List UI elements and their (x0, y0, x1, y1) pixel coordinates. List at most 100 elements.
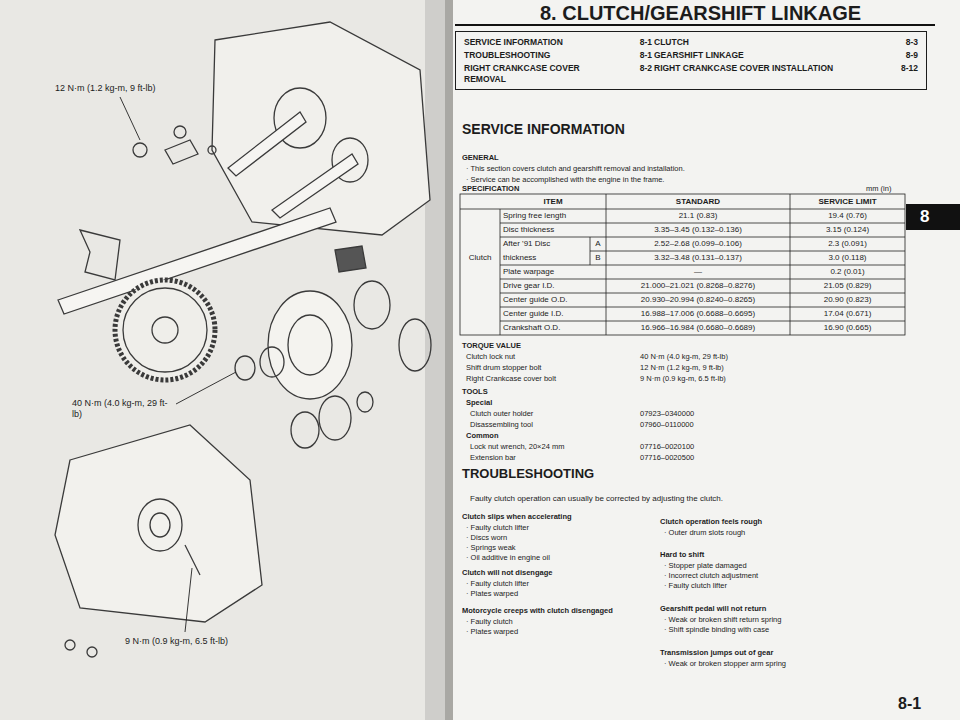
table-cell: 21.05 (0.829) (790, 279, 905, 293)
table-cell: 3.32–3.48 (0.131–0.137) (606, 251, 790, 265)
manual-text: · Weak or broken shift return spring (664, 615, 781, 624)
chapter-tab: 8 (906, 204, 960, 230)
table-cell: Clutch (460, 251, 500, 265)
manual-text: Right Crankcase cover bolt (466, 374, 556, 383)
table-cell: 17.04 (0.671) (790, 307, 905, 321)
table-cell: SERVICE LIMIT (790, 194, 905, 209)
table-cell: Crankshaft O.D. (500, 321, 590, 335)
table-cell: — (606, 265, 790, 279)
contents-entry: CLUTCH (654, 37, 886, 47)
page-ref: 8-1 (616, 37, 652, 47)
table-cell: Spring free length (500, 209, 590, 223)
table-cell: 16.966–16.984 (0.6680–0.6689) (606, 321, 790, 335)
manual-text: Gearshift pedal will not return (660, 604, 766, 613)
manual-text: · Oil additive in engine oil (466, 553, 550, 562)
manual-text: 07716–0020100 (640, 442, 694, 451)
manual-text: Common (466, 431, 499, 440)
table-cell: B (590, 251, 606, 265)
page-ref: 8-9 (888, 50, 918, 60)
manual-text: · Outer drum slots rough (664, 528, 745, 537)
manual-text: Shift drum stopper bolt (466, 363, 541, 372)
tab-number: 8 (906, 204, 960, 230)
contents-entry: GEARSHIFT LINKAGE (654, 50, 886, 60)
manual-text: · Service can be accomplished with the e… (466, 175, 664, 184)
table-cell: 2.3 (0.091) (790, 237, 905, 251)
manual-text: · Weak or broken stopper arm spring (664, 659, 786, 668)
manual-text: TORQUE VALUE (462, 341, 521, 350)
torque-callout: 9 N·m (0.9 kg-m, 6.5 ft-lb) (125, 636, 228, 647)
manual-text: · Plates warped (466, 627, 518, 636)
manual-text: Transmission jumps out of gear (660, 648, 773, 657)
table-cell: After '91 Disc thickness (500, 237, 570, 265)
table-cell: Center guide O.D. (500, 293, 590, 307)
manual-text: 40 N·m (4.0 kg-m, 29 ft-lb) (640, 352, 728, 361)
manual-text: · Faulty clutch lifter (664, 581, 727, 590)
manual-text: Clutch lock nut (466, 352, 515, 361)
manual-text: 07923–0340000 (640, 409, 694, 418)
section-heading: TROUBLESHOOTING (462, 466, 594, 482)
table-cell: Disc thickness (500, 223, 590, 237)
table-cell: Drive gear I.D. (500, 279, 590, 293)
manual-text: Hard to shift (660, 550, 704, 559)
contents-entry: RIGHT CRANKCASE COVER INSTALLATION (654, 63, 886, 83)
manual-text: 9 N·m (0.9 kg-m, 6.5 ft-lb) (640, 374, 726, 383)
page-ref: 8-1 (616, 50, 652, 60)
manual-text: 12 N·m (1.2 kg-m, 9 ft-lb) (640, 363, 724, 372)
table-cell: A (590, 237, 606, 251)
manual-text: · Plates warped (466, 589, 518, 598)
contents-entry: TROUBLESHOOTING (464, 50, 614, 60)
table-cell: Plate warpage (500, 265, 590, 279)
manual-text: · Discs worn (466, 533, 507, 542)
manual-text: Extension bar (470, 453, 516, 462)
manual-text: GENERAL (462, 153, 499, 162)
table-cell: 20.90 (0.823) (790, 293, 905, 307)
contents-box: SERVICE INFORMATION8-1CLUTCH8-3TROUBLESH… (455, 31, 927, 90)
manual-text: 07960–0110000 (640, 420, 694, 429)
manual-text: TOOLS (462, 387, 488, 396)
manual-text: · Shift spindle binding with case (664, 625, 769, 634)
table-cell: STANDARD (606, 194, 790, 209)
table-cell: 21.1 (0.83) (606, 209, 790, 223)
table-cell: 21.000–21.021 (0.8268–0.8276) (606, 279, 790, 293)
table-cell: 16.988–17.006 (0.6688–0.6695) (606, 307, 790, 321)
manual-text: Clutch slips when accelerating (462, 512, 572, 521)
table-cell: 2.52–2.68 (0.099–0.106) (606, 237, 790, 251)
page-number: 8-1 (898, 694, 921, 714)
manual-text: · Faulty clutch lifter (466, 579, 529, 588)
manual-text: Clutch outer holder (470, 409, 533, 418)
manual-text: Special (466, 398, 492, 407)
table-cell: 20.930–20.994 (0.8240–0.8265) (606, 293, 790, 307)
manual-text: Disassembling tool (470, 420, 533, 429)
manual-text: · Incorrect clutch adjustment (664, 571, 758, 580)
page-ref: 8-2 (616, 63, 652, 83)
manual-text: Lock nut wrench, 20×24 mm (470, 442, 564, 451)
manual-text: Faulty clutch operation can usually be c… (470, 494, 723, 504)
torque-callout: 12 N·m (1.2 kg-m, 9 ft-lb) (55, 83, 156, 94)
page-ref: 8-3 (888, 37, 918, 47)
manual-text: mm (in) (866, 184, 891, 193)
manual-text: SPECIFICATION (462, 184, 519, 193)
table-cell: 16.90 (0.665) (790, 321, 905, 335)
manual-text: · Faulty clutch lifter (466, 523, 529, 532)
manual-text: · This section covers clutch and gearshi… (466, 164, 685, 173)
contents-entry: RIGHT CRANKCASE COVER REMOVAL (464, 63, 614, 83)
table-cell: 3.15 (0.124) (790, 223, 905, 237)
manual-text: 07716–0020500 (640, 453, 694, 462)
manual-text: · Springs weak (466, 543, 516, 552)
manual-text: Motorcycle creeps with clutch disengaged (462, 606, 613, 615)
table-cell: 3.35–3.45 (0.132–0.136) (606, 223, 790, 237)
manual-text: Clutch operation feels rough (660, 517, 762, 526)
manual-text: Clutch will not disengage (462, 568, 552, 577)
table-cell: Center guide I.D. (500, 307, 590, 321)
torque-callout: 40 N·m (4.0 kg-m, 29 ft-lb) (72, 398, 172, 421)
manual-text: · Faulty clutch (466, 617, 513, 626)
page-ref: 8-12 (888, 63, 918, 83)
section-heading: SERVICE INFORMATION (462, 121, 625, 139)
table-cell: 0.2 (0.01) (790, 265, 905, 279)
table-cell: 19.4 (0.76) (790, 209, 905, 223)
table-cell: ITEM (500, 194, 606, 209)
chapter-title: 8. CLUTCH/GEARSHIFT LINKAGE (540, 1, 861, 26)
contents-entry: SERVICE INFORMATION (464, 37, 614, 47)
table-cell: 3.0 (0.118) (790, 251, 905, 265)
